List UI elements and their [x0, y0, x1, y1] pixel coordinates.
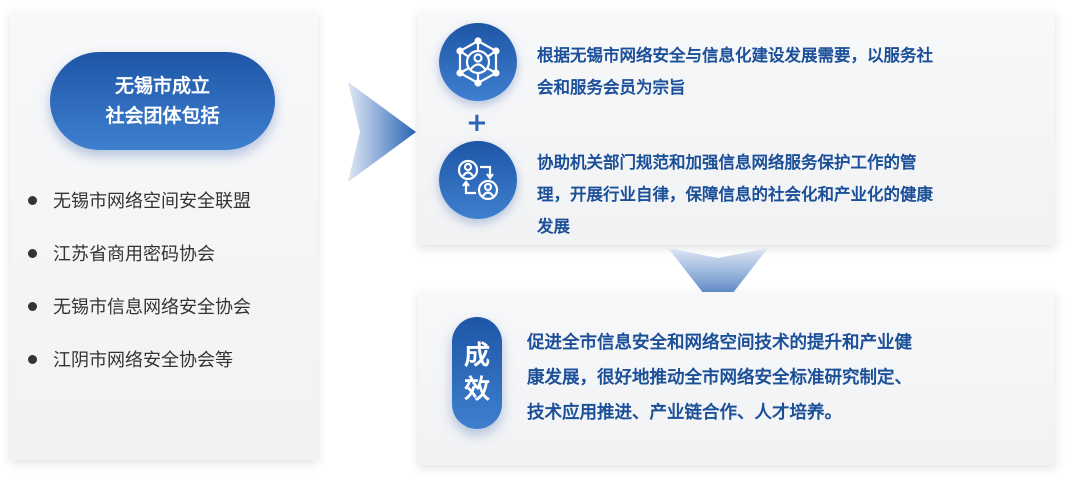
bullet-icon: [28, 301, 37, 311]
title-pill: 无锡市成立 社会团体包括: [50, 52, 275, 150]
list-item-label: 无锡市网络空间安全联盟: [53, 191, 251, 212]
network-person-icon: [439, 23, 517, 101]
title-line2: 社会团体包括: [105, 105, 220, 127]
plus-sign: +: [466, 108, 488, 138]
text-line: 促进全市信息安全和网络空间技术的提升和产业健: [527, 333, 912, 353]
arrow-right-icon: [348, 82, 416, 182]
list-item: 无锡市信息网络安全协会: [28, 293, 251, 319]
text-line: 发展: [537, 217, 570, 236]
list-item: 江阴市网络安全协会等: [28, 346, 233, 372]
bullet-icon: [28, 195, 37, 205]
text-line: 技术应用推进、产业链合作、人才培养。: [527, 403, 842, 423]
bullet-icon: [28, 354, 37, 364]
text-line: 理，开展行业自律，保障信息的社会化和产业化的健康: [537, 185, 933, 204]
title-line1: 无锡市成立: [114, 75, 210, 97]
purpose-text-1: 根据无锡市网络安全与信息化建设发展需要，以服务社 会和服务会员为宗旨: [537, 40, 933, 104]
result-badge: 成 效: [452, 317, 502, 429]
purpose-text-2: 协助机关部门规范和加强信息网络服务保护工作的管 理，开展行业自律，保障信息的社会…: [537, 147, 933, 243]
purpose-panel: [418, 12, 1055, 245]
text-line: 康发展，很好地推动全市网络安全标准研究制定、: [527, 368, 912, 388]
arrow-down-icon: [668, 248, 768, 312]
list-item-label: 无锡市信息网络安全协会: [53, 297, 251, 318]
text-line: 会和服务会员为宗旨: [537, 78, 686, 97]
list-item-label: 江阴市网络安全协会等: [53, 350, 233, 371]
result-panel: [418, 292, 1055, 465]
list-item-label: 江苏省商用密码协会: [53, 244, 215, 265]
text-line: 协助机关部门规范和加强信息网络服务保护工作的管: [537, 153, 917, 172]
badge-char: 效: [463, 375, 490, 405]
badge-char: 成: [463, 341, 490, 371]
bullet-icon: [28, 248, 37, 258]
list-item: 无锡市网络空间安全联盟: [28, 187, 251, 213]
list-item: 江苏省商用密码协会: [28, 240, 215, 266]
result-text: 促进全市信息安全和网络空间技术的提升和产业健 康发展，很好地推动全市网络安全标准…: [527, 326, 912, 431]
text-line: 根据无锡市网络安全与信息化建设发展需要，以服务社: [537, 46, 933, 65]
people-exchange-icon: [439, 141, 517, 219]
